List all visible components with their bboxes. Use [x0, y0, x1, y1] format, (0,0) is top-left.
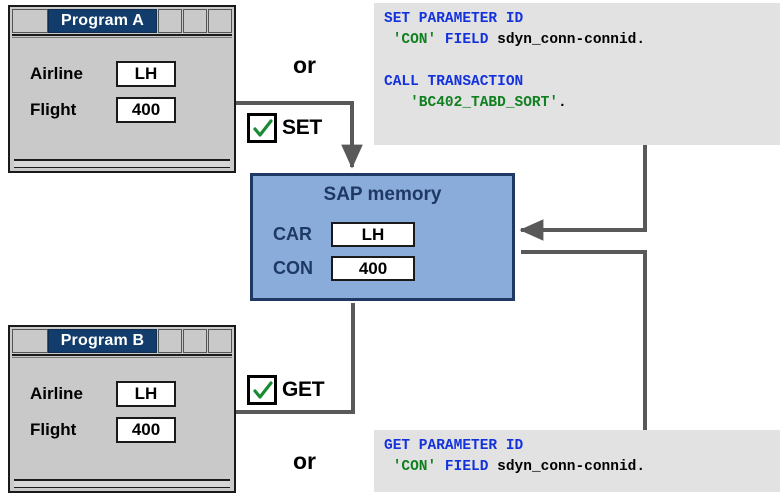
code-set-line4: CALL TRANSACTION [384, 74, 524, 90]
arrow-memory-to-get-code [521, 250, 656, 466]
program-b-flight-label: Flight [30, 420, 77, 439]
close-button[interactable] [208, 329, 232, 353]
program-b-field-flight: Flight 400 [30, 417, 176, 443]
get-option-row: GET [247, 375, 325, 405]
program-a-flight-input[interactable]: 400 [116, 97, 176, 123]
minimize-button[interactable] [158, 9, 182, 33]
sap-memory-con-label: CON [273, 258, 313, 278]
code-get-line2-keyword: FIELD [436, 459, 498, 475]
program-b-airline-label: Airline [30, 384, 83, 403]
code-set-line5-literal: 'BC402_TABD_SORT' [410, 95, 559, 111]
program-a-field-flight: Flight 400 [30, 97, 176, 123]
code-get-line2-literal: 'CON' [392, 459, 437, 475]
program-a-airline-label: Airline [30, 64, 83, 83]
get-checkbox[interactable] [247, 375, 277, 405]
program-b-airline-input[interactable]: LH [116, 381, 176, 407]
get-or-label: or [293, 448, 316, 474]
code-set-line2-literal: 'CON' [392, 32, 437, 48]
minimize-button[interactable] [158, 329, 182, 353]
close-button[interactable] [208, 9, 232, 33]
program-a-field-airline: Airline LH [30, 61, 176, 87]
sap-memory-con-value: 400 [331, 256, 415, 281]
code-get-line1: GET PARAMETER ID [384, 438, 524, 454]
code-set-line5-period: . [558, 95, 567, 111]
set-or-label: or [293, 52, 316, 78]
sap-memory-title: SAP memory [323, 184, 442, 205]
program-a-titlebar: Program A [12, 9, 232, 33]
sap-memory-car-label: CAR [273, 224, 312, 244]
program-b-window: Program B Airline LH Flight 400 [8, 325, 236, 493]
window-menu-icon[interactable] [12, 9, 48, 33]
sap-memory-car-value: LH [331, 222, 415, 247]
set-checkbox[interactable] [247, 113, 277, 143]
program-a-airline-input[interactable]: LH [116, 61, 176, 87]
program-b-body: Airline LH Flight 400 [12, 359, 232, 475]
checkmark-icon [253, 381, 273, 399]
program-b-field-airline: Airline LH [30, 381, 176, 407]
set-parameter-code-block: SET PARAMETER ID 'CON' FIELD sdyn_conn-c… [374, 3, 780, 145]
get-parameter-code-block: GET PARAMETER ID 'CON' FIELD sdyn_conn-c… [374, 430, 780, 492]
code-set-line2-field: sdyn_conn-connid. [497, 32, 646, 48]
sap-memory-entry-con: CON 400 [273, 256, 415, 281]
sap-memory-box: SAP memory CAR LH CON 400 [250, 173, 515, 301]
program-b-toolbar-divider [12, 354, 232, 358]
code-set-line1: SET PARAMETER ID [384, 11, 524, 27]
code-set-line2-keyword: FIELD [436, 32, 498, 48]
program-b-title: Program B [48, 329, 157, 353]
set-option-row: SET [247, 113, 322, 143]
code-get-line2-field: sdyn_conn-connid. [497, 459, 646, 475]
program-a-statusbar [14, 159, 230, 168]
program-a-title: Program A [48, 9, 157, 33]
program-b-flight-input[interactable]: 400 [116, 417, 176, 443]
program-b-titlebar: Program B [12, 329, 232, 353]
program-a-body: Airline LH Flight 400 [12, 39, 232, 155]
program-a-window: Program A Airline LH Flight 400 [8, 5, 236, 173]
sap-memory-entry-car: CAR LH [273, 222, 415, 247]
get-label: GET [282, 378, 325, 401]
maximize-button[interactable] [183, 9, 207, 33]
checkmark-icon [253, 119, 273, 137]
set-label: SET [282, 116, 322, 139]
program-a-toolbar-divider [12, 34, 232, 38]
program-b-statusbar [14, 479, 230, 488]
window-menu-icon[interactable] [12, 329, 48, 353]
program-a-flight-label: Flight [30, 100, 77, 119]
maximize-button[interactable] [183, 329, 207, 353]
